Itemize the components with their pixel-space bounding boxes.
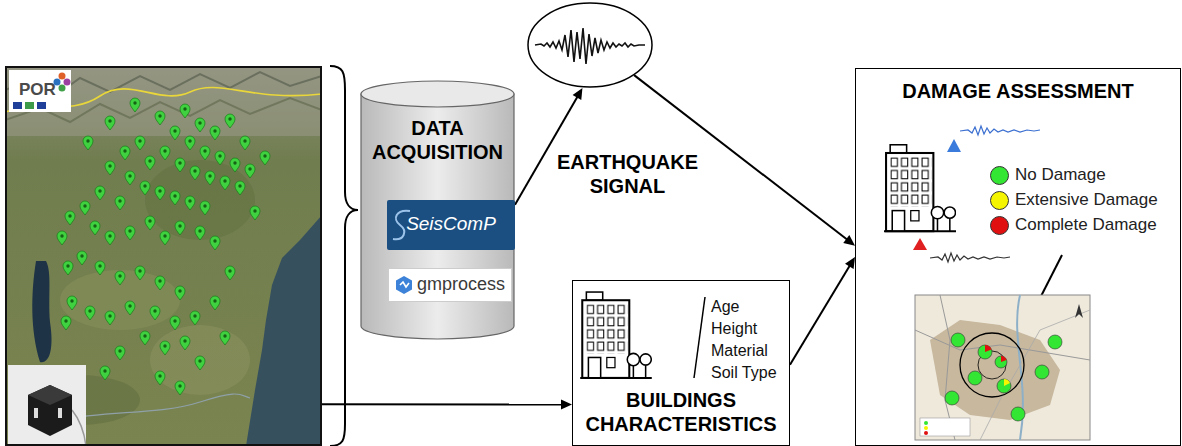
buildings-box: AgeHeightMaterialSoil TypeBUILDINGS CHAR… bbox=[572, 280, 790, 446]
arrow-connector bbox=[322, 399, 572, 409]
seiscomp-logo: SeisComP bbox=[387, 200, 515, 250]
connector-line bbox=[515, 97, 577, 205]
map-panel: POR bbox=[5, 66, 322, 446]
arrow-head bbox=[561, 399, 572, 409]
arrow-head bbox=[843, 235, 855, 246]
legend-swatch bbox=[990, 216, 1009, 235]
list-bar bbox=[694, 297, 705, 378]
attribute-item: Height bbox=[711, 319, 789, 338]
arrow-connector bbox=[790, 257, 855, 365]
legend-label: No Damage bbox=[1015, 165, 1106, 185]
legend-swatch bbox=[990, 191, 1009, 210]
logo-text: gmprocess bbox=[417, 274, 509, 296]
database-cylinder: SeisComP gmprocess DATA ACQUISITION bbox=[360, 80, 515, 340]
attribute-item: Soil Type bbox=[711, 363, 789, 382]
legend-swatch bbox=[990, 166, 1009, 185]
arrow-head bbox=[573, 88, 583, 100]
satellite-map bbox=[5, 66, 322, 446]
gmprocess-logo: gmprocess bbox=[388, 268, 512, 302]
logo-text: POR bbox=[19, 80, 59, 100]
arrow-head bbox=[845, 257, 855, 269]
attribute-item: Material bbox=[711, 341, 789, 360]
arrow-connector bbox=[515, 88, 582, 205]
cylinder-title: DATA ACQUISITION bbox=[365, 116, 510, 164]
connector-line bbox=[790, 266, 850, 365]
legend-label: Complete Damage bbox=[1015, 215, 1157, 235]
ellipse-shape bbox=[527, 2, 653, 88]
ellipse-outline bbox=[527, 2, 653, 88]
seismogram bbox=[535, 28, 645, 64]
building-icon bbox=[580, 292, 652, 378]
brace bbox=[330, 66, 358, 446]
cylinder-body bbox=[361, 94, 514, 339]
cylinder-top bbox=[361, 81, 514, 107]
signal-title: EARTHQUAKE SIGNAL bbox=[540, 150, 715, 198]
attribute-item: Age bbox=[711, 297, 789, 316]
damage-box: DAMAGE ASSESSMENT No DamageExtensive Dama… bbox=[855, 68, 1181, 446]
box-title: DAMAGE ASSESSMENT bbox=[856, 79, 1180, 103]
logo-text: SeisComP bbox=[391, 213, 511, 236]
connector-line bbox=[322, 403, 562, 405]
box-title: BUILDINGS CHARACTERISTICS bbox=[573, 388, 789, 436]
signal-ellipse: EARTHQUAKE SIGNAL bbox=[520, 0, 730, 205]
legend-label: Extensive Damage bbox=[1015, 190, 1158, 210]
gmprocess-icon bbox=[394, 275, 414, 295]
